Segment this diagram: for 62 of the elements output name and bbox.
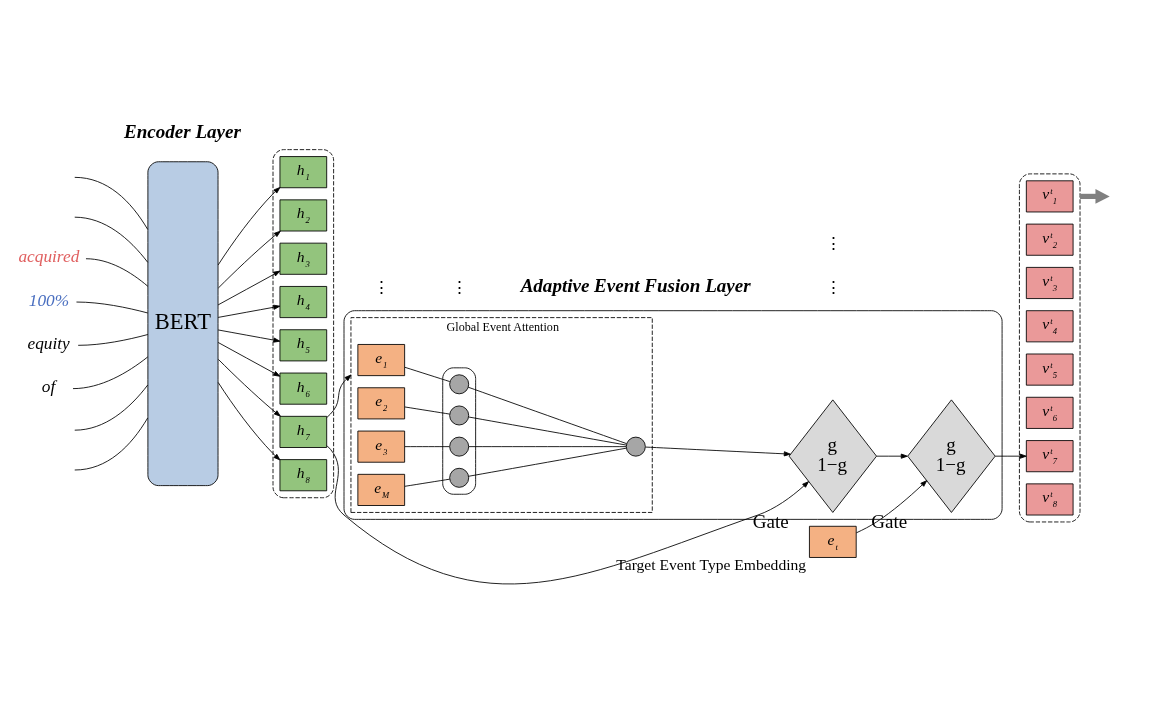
node-circle [449, 436, 470, 457]
connector [85, 258, 149, 287]
node-label: Target Event Type Embedding [616, 555, 807, 573]
arrow [994, 453, 1027, 459]
connector [467, 386, 627, 445]
arrow [217, 270, 281, 306]
arrow [217, 187, 281, 266]
arrow [326, 374, 352, 419]
arrow [217, 230, 281, 289]
connector [468, 447, 627, 477]
node-text: acquired [18, 247, 80, 267]
connector [74, 176, 149, 230]
connector [468, 446, 627, 448]
node-box: h$_{8}$ [279, 459, 328, 492]
node-text: of [41, 377, 56, 397]
arrow [217, 329, 281, 343]
node-box: e$_{M}$ [357, 473, 406, 506]
node-box: h$_{3}$ [279, 242, 328, 275]
connector [74, 384, 149, 431]
connector [76, 301, 149, 314]
node-box: e$_{2}$ [357, 387, 406, 420]
arrow [645, 446, 791, 457]
cluster [442, 367, 477, 495]
connector [468, 416, 627, 446]
node-text: equity [27, 333, 70, 353]
node-box: h$_{4}$ [279, 286, 328, 319]
label: ⋮ [824, 277, 842, 297]
node-box: h$_{7}$ [279, 415, 328, 448]
node-box: h$_{6}$ [279, 372, 328, 405]
label: ⋮ [824, 234, 842, 254]
arrow [217, 358, 281, 417]
node-diamond: g 1−g [907, 399, 996, 513]
arrow [217, 304, 281, 318]
connector [74, 417, 149, 471]
node-diamond: g 1−g [788, 399, 877, 513]
connector [404, 478, 451, 487]
node-circle [449, 405, 470, 426]
node-box: e$_{3}$ [357, 430, 406, 463]
connector [77, 334, 149, 346]
label: ⋮ [373, 277, 391, 297]
node-box: h$_{1}$ [279, 156, 328, 189]
node-box: h$_{5}$ [279, 329, 328, 362]
connector [74, 216, 149, 263]
node-circle [449, 374, 470, 395]
connector [404, 446, 450, 448]
node-box: h$_{2}$ [279, 199, 328, 232]
node-box: e$_{1}$ [357, 344, 406, 377]
node-circle [625, 436, 646, 457]
connector [72, 356, 149, 390]
label: Adaptive Event Fusion Layer [520, 275, 751, 297]
label: ⋮ [450, 277, 468, 297]
node-box: e$_{t}$ [809, 525, 857, 558]
arrow [217, 382, 281, 461]
node-box: BERT [147, 161, 219, 487]
connector [404, 406, 451, 415]
arrow [217, 342, 281, 377]
node-text: 100% [28, 290, 70, 310]
arrow [876, 453, 908, 459]
connector [404, 366, 451, 382]
arrow [326, 445, 809, 585]
label: Encoder Layer [124, 121, 241, 143]
node-circle [449, 467, 470, 488]
